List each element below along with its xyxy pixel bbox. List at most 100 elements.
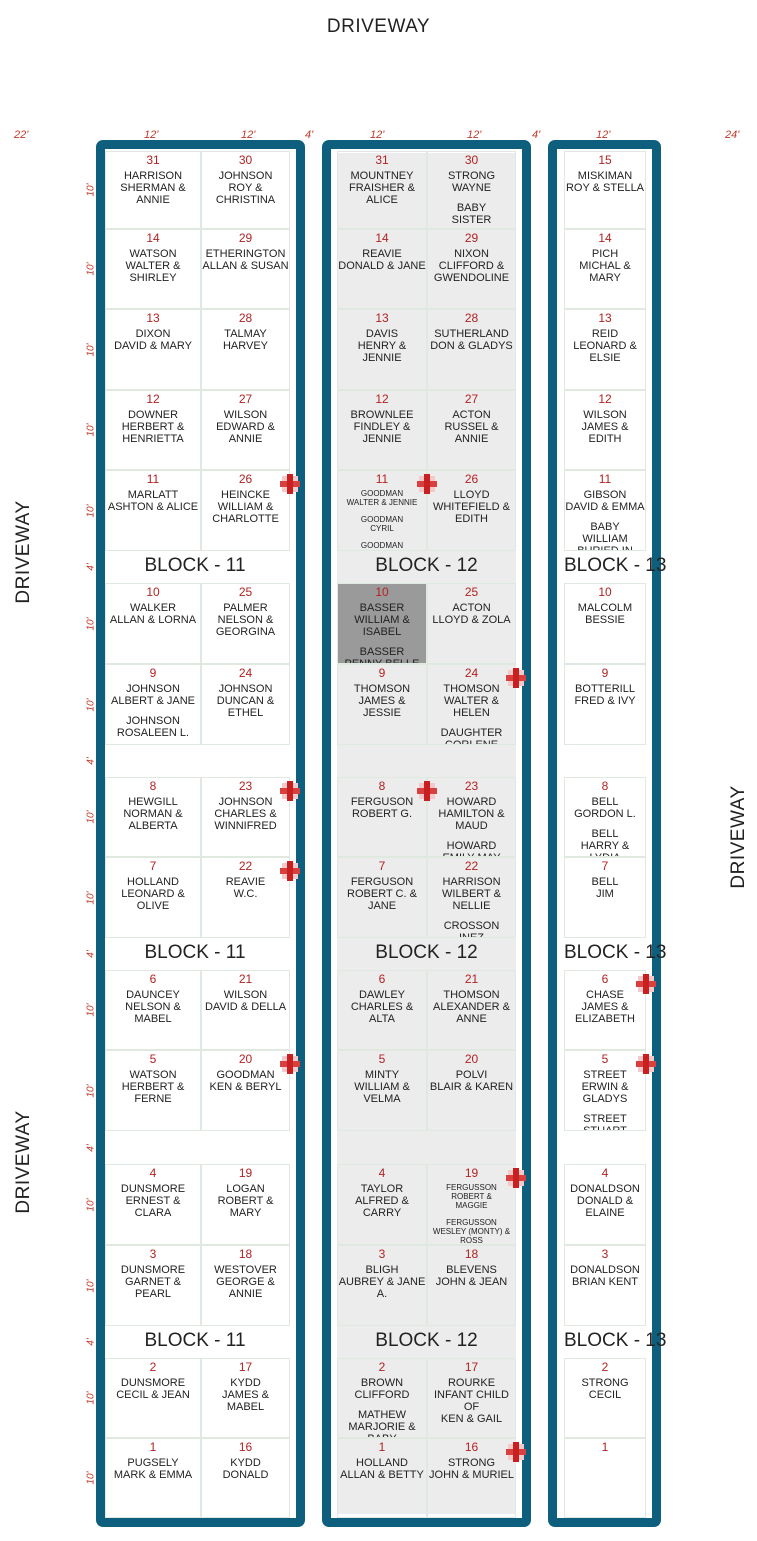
- plot-number: 20: [238, 1052, 253, 1066]
- row-dimension-18: 10': [85, 1391, 97, 1405]
- plot-number: 10: [598, 585, 612, 599]
- plot-number: 21: [464, 972, 479, 986]
- plot-number: 14: [146, 231, 160, 245]
- row-dimension-12: 10': [85, 1003, 97, 1017]
- top-dimension-7: 12': [596, 129, 611, 141]
- plot-number: 3: [149, 1247, 157, 1261]
- plot-number: 9: [601, 666, 609, 680]
- top-dimension-3: 4': [305, 129, 314, 141]
- driveway-left-upper-label: DRIVEWAY: [13, 500, 34, 604]
- plot-number: 17: [238, 1360, 253, 1374]
- plot-cell[interactable]: 1: [564, 1438, 646, 1518]
- plot-number: 27: [464, 392, 479, 406]
- plot-number: 17: [464, 1360, 479, 1374]
- row-dimension-10: 10': [85, 890, 97, 905]
- cross-icon: [636, 974, 656, 994]
- plot-number: 7: [378, 859, 386, 873]
